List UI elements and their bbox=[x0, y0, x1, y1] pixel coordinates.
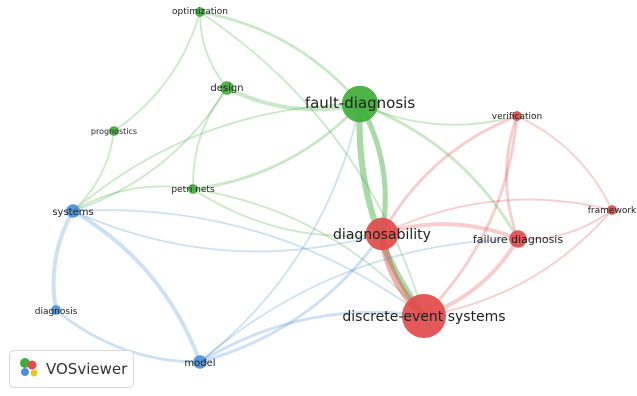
label-framework[interactable]: framework bbox=[588, 206, 637, 216]
label-design[interactable]: design bbox=[210, 83, 243, 94]
label-fault-diagnosis[interactable]: fault-diagnosis bbox=[305, 94, 416, 112]
link-failure-diagnosis-framework bbox=[517, 209, 613, 241]
link-fault-diagnosis-verification bbox=[359, 103, 518, 126]
node-diagnosis[interactable] bbox=[51, 305, 61, 315]
link-fault-diagnosis-systems bbox=[72, 103, 361, 212]
link-optimization-discrete-event-systems bbox=[199, 11, 425, 317]
link-design-petri-nets bbox=[192, 87, 228, 190]
link-systems-model bbox=[71, 209, 202, 364]
node-optimization[interactable] bbox=[195, 7, 205, 17]
label-discrete-event-systems[interactable]: discrete-event systems bbox=[342, 309, 505, 325]
link-design-systems bbox=[72, 87, 228, 212]
link-petri-nets-discrete-event-systems bbox=[192, 188, 425, 317]
node-layer bbox=[51, 7, 617, 369]
node-design[interactable] bbox=[220, 81, 234, 95]
link-fault-diagnosis-discrete-event-systems bbox=[356, 100, 428, 320]
link-fault-diagnosis-failure-diagnosis bbox=[358, 102, 520, 241]
link-layer bbox=[51, 10, 613, 364]
link-systems-diagnosability bbox=[72, 210, 383, 253]
link-verification-framework bbox=[516, 115, 613, 211]
vosviewer-logo-icon bbox=[18, 356, 40, 382]
link-petri-nets-systems bbox=[72, 185, 194, 212]
link-model-fault-diagnosis bbox=[199, 103, 361, 363]
label-verification[interactable]: verification bbox=[492, 112, 542, 122]
link-diagnosability-framework bbox=[381, 198, 613, 235]
node-framework[interactable] bbox=[607, 205, 617, 215]
label-prognostics[interactable]: prognostics bbox=[91, 127, 137, 136]
link-model-failure-diagnosis bbox=[199, 238, 519, 363]
node-fault-diagnosis[interactable] bbox=[341, 85, 379, 123]
node-model[interactable] bbox=[193, 355, 207, 369]
node-verification[interactable] bbox=[512, 111, 522, 121]
watermark-text: VOSviewer bbox=[46, 360, 128, 378]
node-discrete-event-systems[interactable] bbox=[402, 294, 446, 338]
link-failure-diagnosis-verification bbox=[504, 114, 520, 241]
node-prognostics[interactable] bbox=[109, 126, 119, 136]
label-failure-diagnosis[interactable]: failure diagnosis bbox=[473, 233, 563, 246]
label-diagnosis[interactable]: diagnosis bbox=[35, 307, 78, 317]
link-prognostics-optimization bbox=[113, 11, 201, 132]
link-discrete-event-systems-framework bbox=[423, 209, 613, 317]
link-model-discrete-event-systems bbox=[198, 310, 426, 364]
link-discrete-event-systems-verification bbox=[422, 114, 519, 318]
label-petri-nets[interactable]: petri nets bbox=[171, 185, 215, 195]
node-failure-diagnosis[interactable] bbox=[509, 230, 527, 248]
link-model-diagnosability bbox=[198, 232, 384, 364]
link-systems-discrete-event-systems bbox=[72, 209, 425, 317]
node-systems[interactable] bbox=[66, 204, 80, 218]
node-diagnosability[interactable] bbox=[365, 217, 399, 251]
node-petri-nets[interactable] bbox=[188, 184, 198, 194]
label-optimization[interactable]: optimization bbox=[172, 7, 228, 17]
label-layer: optimization design fault-diagnosis prognos… bbox=[35, 7, 637, 369]
label-systems[interactable]: systems bbox=[52, 207, 93, 218]
link-diagnosis-model bbox=[54, 308, 202, 364]
link-fault-diagnosis-optimization bbox=[198, 10, 362, 106]
label-model[interactable]: model bbox=[184, 358, 215, 369]
link-diagnosability-verification bbox=[380, 114, 519, 236]
link-petri-nets-diagnosability bbox=[192, 188, 383, 237]
vosviewer-watermark: VOSviewer bbox=[9, 350, 134, 388]
link-systems-diagnosis bbox=[51, 209, 75, 312]
link-prognostics-systems bbox=[72, 130, 115, 212]
link-fault-diagnosis-petri-nets bbox=[191, 102, 362, 191]
label-diagnosability[interactable]: diagnosability bbox=[333, 227, 431, 243]
link-design-optimization bbox=[199, 11, 228, 89]
